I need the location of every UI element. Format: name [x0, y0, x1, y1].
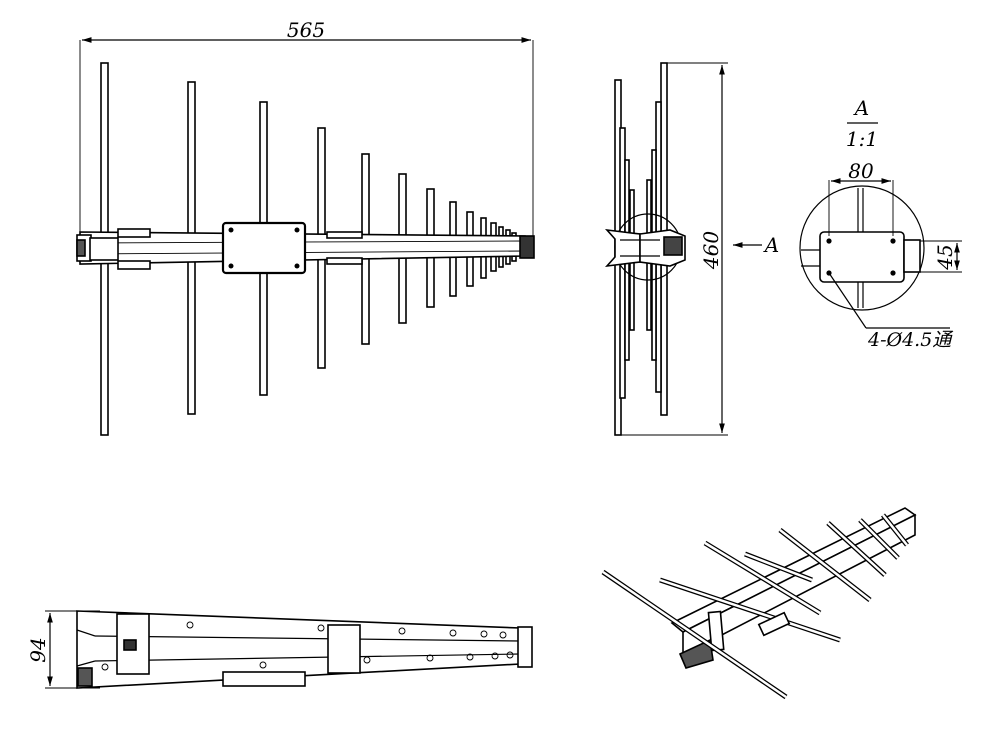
detail-title: A [853, 96, 869, 120]
side-height-label: 460 [699, 231, 723, 270]
view-arrow-a: A [733, 233, 779, 257]
bottom-height-dimension: 94 [26, 610, 100, 689]
front-view: 565 [76, 18, 535, 436]
bottom-view: 94 [26, 610, 533, 689]
side-height-dimension: 460 [621, 62, 728, 436]
front-boom [76, 221, 535, 275]
detail-scale: 1:1 [846, 127, 878, 151]
detail-view: A 1:1 80 45 4-Ø4.5通 [799, 96, 962, 351]
isometric-elements [601, 513, 909, 700]
isometric-view [601, 507, 917, 700]
detail-width-label: 80 [848, 159, 874, 183]
detail-height-label: 45 [933, 244, 957, 270]
bottom-height-label: 94 [26, 637, 50, 662]
side-view: 460 A [604, 62, 779, 436]
view-arrow-label: A [763, 233, 779, 257]
front-width-label: 565 [287, 18, 325, 42]
hole-note: 4-Ø4.5通 [867, 329, 954, 351]
front-width-dimension: 565 [79, 18, 534, 240]
side-hub [604, 213, 686, 281]
